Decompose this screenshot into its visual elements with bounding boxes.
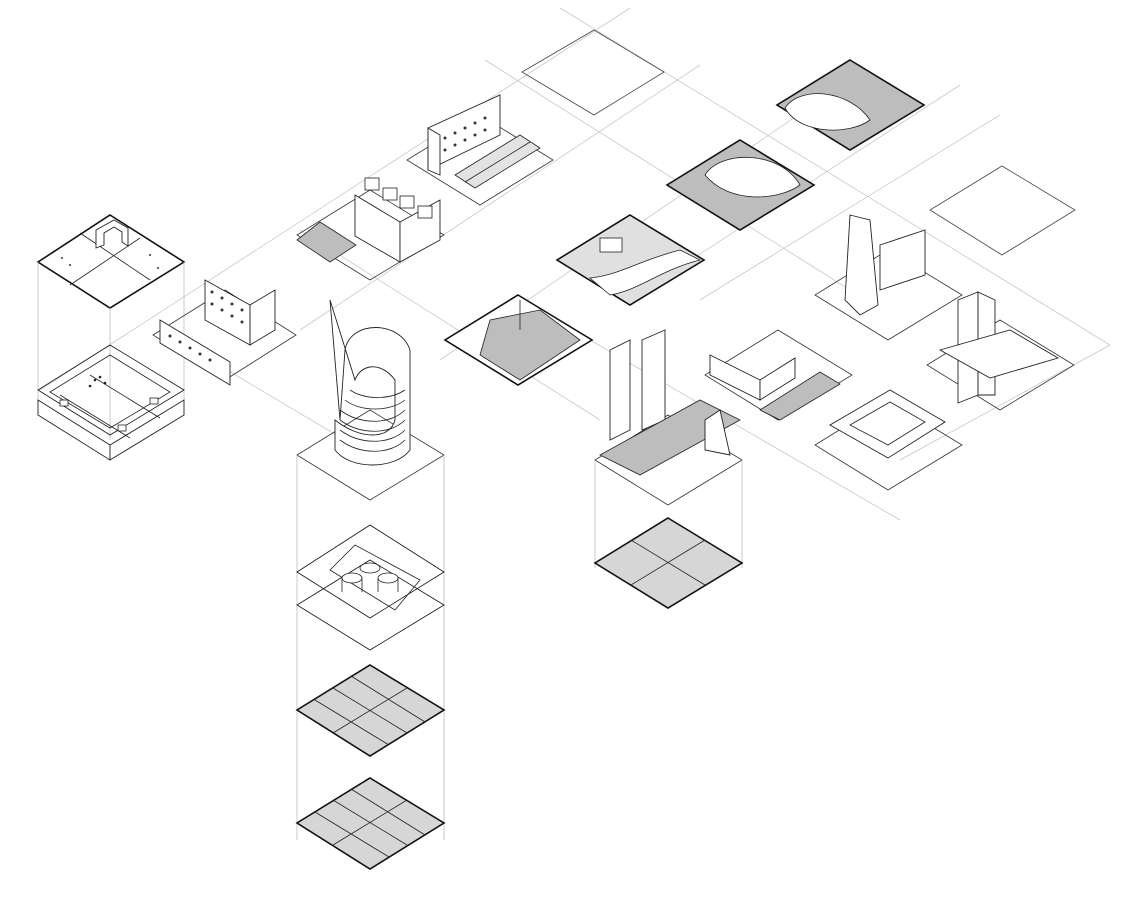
- vertical-forest-structure: [593, 460, 744, 609]
- tree-circle-2: [775, 59, 926, 151]
- road-block: [296, 177, 445, 281]
- river-park: [555, 214, 706, 306]
- spiral-tower: [296, 299, 445, 501]
- underground-station: [37, 262, 185, 461]
- parking-level-1: [295, 664, 446, 757]
- empty-tile-top-2: [929, 165, 1076, 256]
- pavilion-level: [296, 455, 445, 840]
- terrace-housing: [406, 94, 554, 206]
- office-tower: [926, 291, 1075, 411]
- empty-tile-top-1: [521, 29, 665, 116]
- housing-slab: [152, 279, 297, 386]
- vertical-forest: [594, 329, 743, 506]
- row-houses: [704, 329, 853, 421]
- parking-level-2: [295, 777, 446, 870]
- landscape-path: [443, 294, 594, 386]
- courtyard-block: [814, 389, 963, 491]
- twisted-tower: [814, 214, 963, 341]
- tree-circle: [665, 139, 816, 231]
- plaza-gate-tile: [36, 214, 186, 309]
